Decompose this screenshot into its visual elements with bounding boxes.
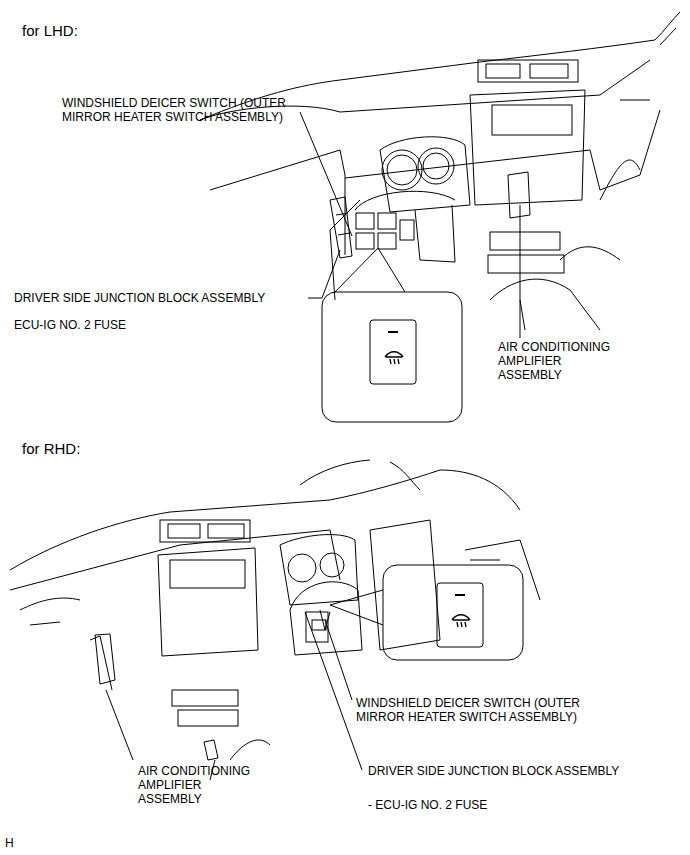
part-label: for LHD: <box>22 22 78 40</box>
part-label: AIR CONDITIONING AMPLIFIER ASSEMBLY <box>498 340 614 382</box>
part-label: - ECU-IG NO. 2 FUSE <box>368 798 487 812</box>
part-label: DRIVER SIDE JUNCTION BLOCK ASSEMBLY <box>14 291 265 305</box>
part-label: WINDSHIELD DEICER SWITCH (OUTER MIRROR H… <box>62 96 290 124</box>
rhd-inset <box>330 565 523 660</box>
lhd-inset <box>322 248 462 422</box>
lhd-dashboard <box>200 12 680 330</box>
part-label: H <box>5 836 14 850</box>
rhd-dashboard <box>10 460 540 780</box>
part-label: AIR CONDITIONING AMPLIFIER ASSEMBLY <box>138 764 254 806</box>
leader-lines <box>106 612 362 770</box>
leader-lines <box>300 112 520 338</box>
part-label: WINDSHIELD DEICER SWITCH (OUTER MIRROR H… <box>356 696 584 724</box>
part-label: for RHD: <box>22 440 80 458</box>
part-label: ECU-IG NO. 2 FUSE <box>14 318 126 332</box>
part-label: DRIVER SIDE JUNCTION BLOCK ASSEMBLY <box>368 764 619 778</box>
